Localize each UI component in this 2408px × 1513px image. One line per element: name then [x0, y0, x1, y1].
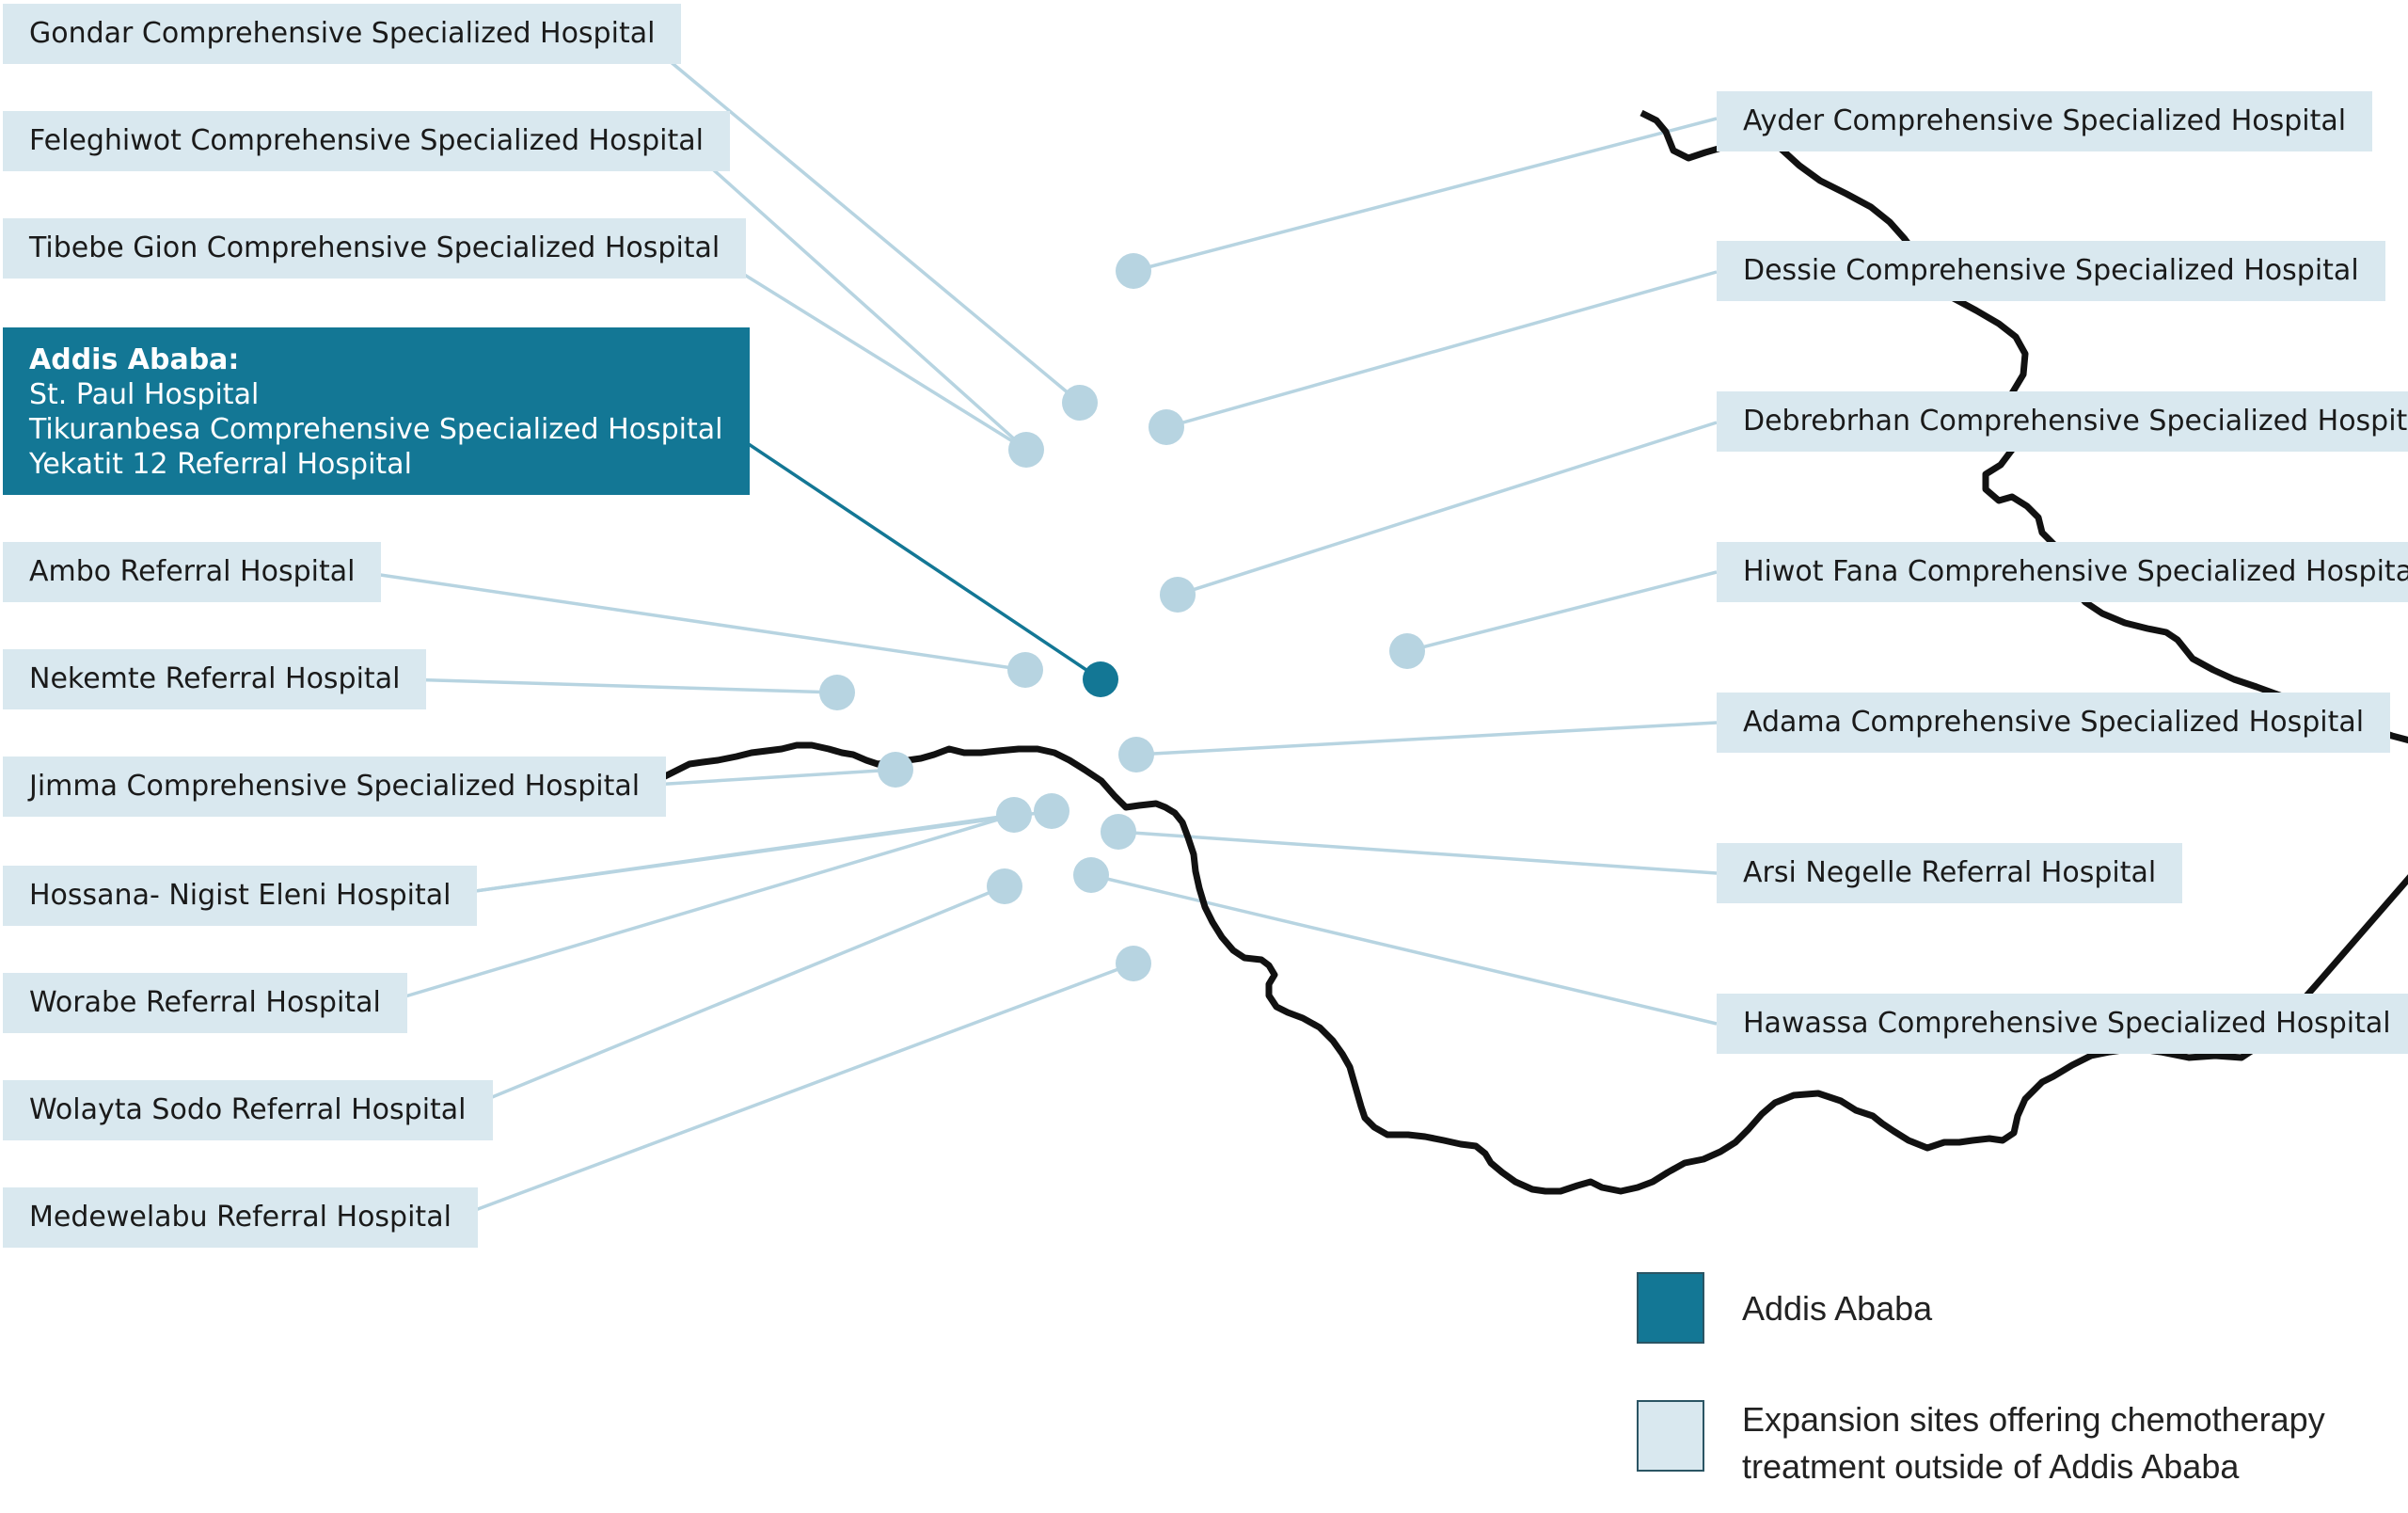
- marker-wolayta-sodo: [987, 868, 1022, 904]
- marker-dessie: [1149, 409, 1184, 445]
- connector-arsi-negelle: [1117, 830, 1718, 875]
- marker-hossana-2: [1034, 793, 1069, 829]
- connector-debrebrhan: [1177, 421, 1718, 597]
- marker-arsi-negelle: [1101, 814, 1136, 850]
- connector-adama: [1135, 721, 1718, 756]
- legend-swatch-expansion: [1637, 1400, 1704, 1472]
- connector-hawassa: [1090, 873, 1718, 1026]
- connector-tibebe-gion: [695, 243, 1027, 452]
- legend-label-addis: Addis Ababa: [1742, 1289, 1933, 1328]
- label-wolayta-sodo: Wolayta Sodo Referral Hospital: [3, 1080, 493, 1140]
- label-gondar: Gondar Comprehensive Specialized Hospita…: [3, 4, 682, 64]
- label-hawassa: Hawassa Comprehensive Specialized Hospit…: [1717, 994, 2408, 1054]
- marker-ambo: [1007, 652, 1043, 688]
- label-ayder: Ayder Comprehensive Specialized Hospital: [1717, 91, 2373, 151]
- label-jimma: Jimma Comprehensive Specialized Hospital: [3, 756, 667, 817]
- marker-ayder: [1116, 253, 1151, 289]
- addis-hospital-st-paul: St. Paul Hospital: [29, 378, 260, 411]
- connector-nekemte: [404, 677, 838, 694]
- hospital-markers: [819, 253, 1425, 981]
- label-dessie: Dessie Comprehensive Specialized Hospita…: [1717, 241, 2385, 301]
- label-adama: Adama Comprehensive Specialized Hospital: [1717, 693, 2391, 753]
- label-tibebe-gion: Tibebe Gion Comprehensive Specialized Ho…: [3, 218, 747, 279]
- label-worabe: Worabe Referral Hospital: [3, 973, 407, 1033]
- connector-lines: [360, 26, 1718, 1219]
- label-feleghiwot: Feleghiwot Comprehensive Specialized Hos…: [3, 111, 730, 171]
- label-nekemte: Nekemte Referral Hospital: [3, 649, 427, 709]
- marker-debrebrhan: [1160, 577, 1196, 613]
- label-medewelabu: Medewelabu Referral Hospital: [3, 1187, 478, 1248]
- label-ambo: Ambo Referral Hospital: [3, 542, 382, 602]
- addis-heading: Addis Ababa:: [29, 343, 240, 376]
- label-hossana: Hossana- Nigist Eleni Hospital: [3, 866, 478, 926]
- legend-expansion-line1: Expansion sites offering chemotherapy: [1742, 1400, 2325, 1439]
- connector-worabe: [388, 813, 1015, 1003]
- label-hiwot-fana: Hiwot Fana Comprehensive Specialized Hos…: [1717, 542, 2408, 602]
- connector-feleghiwot: [675, 135, 1028, 452]
- marker-hossana: [996, 797, 1032, 833]
- connector-jimma: [622, 768, 896, 788]
- addis-hospital-yekatit: Yekatit 12 Referral Hospital: [29, 448, 412, 481]
- marker-medewelabu: [1116, 946, 1151, 981]
- addis-hospital-tikuranbesa: Tikuranbesa Comprehensive Specialized Ho…: [29, 413, 723, 446]
- ethiopia-outline: [622, 109, 2408, 1195]
- connector-hiwot-fana: [1406, 570, 1718, 653]
- connector-dessie: [1165, 270, 1718, 429]
- connector-hossana-2: [454, 809, 1053, 896]
- legend-label-expansion: Expansion sites offering chemotherapy tr…: [1742, 1396, 2325, 1490]
- connector-ambo: [360, 570, 1026, 672]
- marker-adama: [1118, 737, 1154, 772]
- legend-expansion-line2: treatment outside of Addis Ababa: [1742, 1447, 2240, 1486]
- legend-swatch-addis: [1637, 1272, 1704, 1344]
- label-arsi-negelle: Arsi Negelle Referral Hospital: [1717, 843, 2183, 903]
- label-addis-ababa: Addis Ababa: St. Paul Hospital Tikuranbe…: [3, 327, 750, 495]
- marker-gondar: [1062, 385, 1098, 421]
- marker-jimma: [878, 752, 913, 788]
- marker-nekemte: [819, 675, 855, 710]
- connector-ayder: [1133, 117, 1718, 273]
- connector-wolayta-sodo: [464, 884, 1006, 1110]
- marker-addis-ababa: [1083, 661, 1118, 697]
- connector-addis-ababa: [697, 408, 1101, 681]
- connector-medewelabu: [454, 962, 1134, 1219]
- connector-gondar: [628, 26, 1082, 405]
- marker-feleghiwot: [1008, 432, 1044, 468]
- marker-hiwot-fana: [1389, 633, 1425, 669]
- marker-hawassa: [1073, 857, 1109, 893]
- label-debrebrhan: Debrebrhan Comprehensive Specialized Hos…: [1717, 391, 2408, 452]
